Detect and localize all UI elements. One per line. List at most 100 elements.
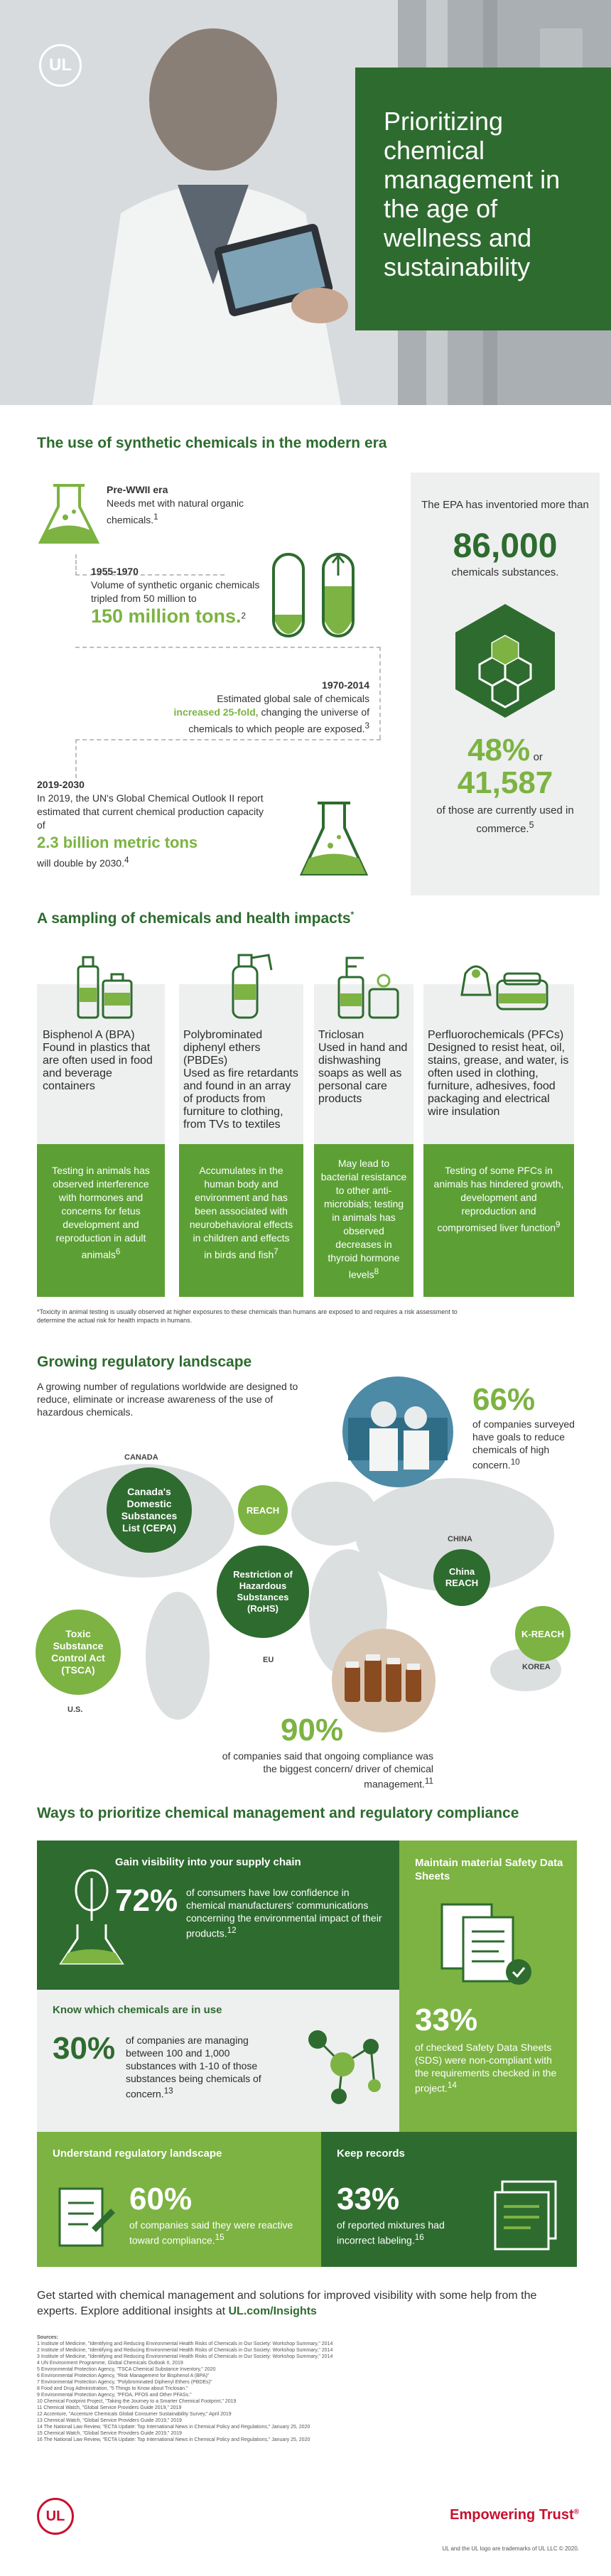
1970-text-a: Estimated global sale of chemicals: [217, 693, 369, 704]
footnote-ref: 4: [124, 856, 129, 865]
chem-triclosan-desc: Used in hand and dishwashing soaps as we…: [318, 1042, 408, 1105]
source-item: 4 UN Environment Programme, Global Chemi…: [37, 2361, 183, 2366]
records-text: of reported mixtures had incorrect label…: [337, 2219, 445, 2246]
2019-text: In 2019, the UN's Global Chemical Outloo…: [37, 792, 264, 831]
beaker-icon: [299, 802, 369, 875]
1955-block: 1955-1970 Volume of synthetic organic ch…: [91, 565, 261, 627]
footnote-ref: 3: [364, 721, 369, 731]
section-synthetic-heading: The use of synthetic chemicals in the mo…: [37, 435, 387, 451]
card-visibility: Gain visibility into your supply chain 7…: [37, 1841, 399, 1990]
1970-block: 1970-2014 Estimated global sale of chemi…: [171, 679, 370, 736]
source-item: 12 Accenture, "Accenture Chemicals Globa…: [37, 2412, 232, 2417]
1970-text-b: changing the universe of chemicals to wh…: [188, 706, 369, 735]
regulatory-intro: A growing number of regulations worldwid…: [37, 1381, 298, 1418]
section-sampling-heading-text: A sampling of chemicals and health impac…: [37, 910, 351, 927]
records-pct: 33%: [337, 2182, 400, 2216]
sources-list: Sources: 1 Institute of Medicine, "Ident…: [37, 2334, 463, 2443]
bubble-rohs: Restriction of Hazardous Substances (RoH…: [217, 1546, 309, 1638]
furniture-clothing-icon: [460, 965, 548, 1011]
hero-title-panel: Prioritizing chemical management in the …: [355, 68, 611, 330]
footnote-ref: 7: [274, 1247, 279, 1256]
chem-bpa-name: Bisphenol A (BPA): [43, 1029, 135, 1041]
epa-text-c-block: of those are currently used in commerce.…: [432, 804, 578, 836]
chem-pbde-impact: Accumulates in the human body and enviro…: [179, 1144, 303, 1297]
understand-text: of companies said they were reactive tow…: [129, 2219, 293, 2246]
bubble-cepa: Canada's Domestic Substances List (CEPA): [107, 1467, 192, 1553]
visibility-pct: 72%: [115, 1883, 178, 1918]
cta-block: Get started with chemical management and…: [37, 2288, 548, 2319]
understand-pct: 60%: [129, 2182, 193, 2216]
source-item: 14 The National Law Review, "ECTA Update…: [37, 2425, 310, 2430]
flask-icon: [38, 484, 100, 544]
sds-text-block: of checked Safety Data Sheets (SDS) were…: [415, 2041, 564, 2095]
2019-block: 2019-2030 In 2019, the UN's Global Chemi…: [37, 778, 271, 871]
bubble-tsca: Toxic Substance Control Act (TSCA): [36, 1610, 121, 1695]
timeline-connector: [75, 647, 381, 648]
empowering-trust-tagline: Empowering Trust®: [419, 2507, 579, 2523]
1970-label: 1970-2014: [322, 679, 369, 691]
chem-triclosan-impact-text: May lead to bacterial resistance to othe…: [320, 1158, 407, 1281]
insights-link[interactable]: UL.com/Insights: [228, 2305, 317, 2317]
footnote-ref: 16: [414, 2233, 424, 2242]
visibility-text-block: of consumers have low confidence in chem…: [186, 1886, 385, 1940]
know-text-block: of companies are managing between 100 an…: [126, 2034, 282, 2101]
chem-pbde-name: Polybrominated diphenyl ethers (PBDEs): [183, 1029, 263, 1067]
1955-big: 150 million tons.: [91, 605, 242, 627]
2019-text-b: will double by 2030.: [37, 857, 124, 869]
stat-66-text-block: of companies surveyed have goals to redu…: [472, 1418, 586, 1472]
footnote-ref: 15: [215, 2233, 225, 2242]
understand-title: Understand regulatory landscape: [53, 2147, 222, 2160]
bubble-china-reach: China REACH: [433, 1549, 490, 1606]
know-title: Know which chemicals are in use: [53, 2004, 222, 2016]
stat-90-text: of companies said that ongoing complianc…: [222, 1750, 433, 1790]
epa-count: 41,587: [457, 765, 553, 800]
section-sampling-heading: A sampling of chemicals and health impac…: [37, 910, 354, 927]
chem-pfc-impact-text: Testing of some PFCs in animals has hind…: [433, 1165, 564, 1234]
source-item: 13 Chemical Watch, "Global Service Provi…: [37, 2418, 182, 2423]
chem-pfc-text: Perfluorochemicals (PFCs) Designed to re…: [428, 1029, 570, 1119]
pre-wwii-label: Pre-WWII era: [107, 484, 168, 495]
source-item: 16 The National Law Review, "ECTA Update…: [37, 2437, 310, 2442]
soap-dispenser-icon: [337, 956, 399, 1019]
chem-pfc-name: Perfluorochemicals (PFCs): [428, 1029, 564, 1041]
chem-triclosan-name: Triclosan: [318, 1029, 364, 1041]
chem-bpa-desc: Found in plastics that are often used in…: [43, 1042, 153, 1092]
footnote-ref: 9: [556, 1220, 561, 1229]
timeline-connector: [75, 739, 77, 778]
chem-bpa-impact-text: Testing in animals has observed interfer…: [52, 1165, 150, 1261]
epa-number: 86,000: [453, 527, 558, 565]
tagline-mark: ®: [573, 2508, 579, 2516]
source-item: 11 Chemical Watch, "Global Service Provi…: [37, 2405, 182, 2410]
stat-90-text-block: of companies said that ongoing complianc…: [213, 1750, 433, 1791]
2019-big: 2.3 billion metric tons: [37, 834, 198, 851]
source-item: 6 Environmental Protection Agency, "Risk…: [37, 2373, 210, 2378]
footnote-ref: 12: [227, 1926, 237, 1935]
epa-stat-panel: The EPA has inventoried more than 86,000…: [411, 473, 600, 895]
fire-extinguisher-icon: [232, 954, 273, 1019]
bubble-k-reach: K-REACH: [515, 1606, 571, 1661]
card-know-chemicals: Know which chemicals are in use 30% of c…: [37, 1990, 399, 2132]
documents-icon: [440, 1903, 531, 1985]
timeline-connector: [75, 574, 225, 576]
molecule-hexagon-icon: [455, 604, 555, 718]
chem-bpa-text: Bisphenol A (BPA) Found in plastics that…: [43, 1029, 159, 1093]
ul-logo-text: UL: [49, 55, 72, 75]
stat-90-pct: 90%: [281, 1713, 344, 1747]
timeline-connector: [379, 647, 381, 739]
source-item: 8 Food and Drug Administration, "5 Thing…: [37, 2386, 188, 2391]
pre-wwii-block: Pre-WWII era Needs met with natural orga…: [107, 483, 270, 527]
source-item: 1 Institute of Medicine, "Identifying an…: [37, 2341, 333, 2346]
timeline-connector: [75, 739, 381, 740]
region-china: CHINA: [448, 1535, 472, 1543]
know-pct: 30%: [53, 2031, 116, 2066]
section-regulatory-heading: Growing regulatory landscape: [37, 1354, 252, 1370]
ul-logo: UL: [39, 44, 82, 87]
cta-text: Get started with chemical management and…: [37, 2290, 537, 2317]
card-sds: Maintain material Safety Data Sheets 33%…: [399, 1841, 577, 2132]
sds-title: Maintain material Safety Data Sheets: [415, 1857, 563, 1882]
region-korea: KOREA: [522, 1663, 551, 1671]
footer-ul-logo-text: UL: [45, 2508, 65, 2524]
records-title: Keep records: [337, 2147, 405, 2160]
timeline-connector: [75, 554, 77, 576]
chem-pbde-desc: Used as fire retardants and found in an …: [183, 1067, 298, 1131]
